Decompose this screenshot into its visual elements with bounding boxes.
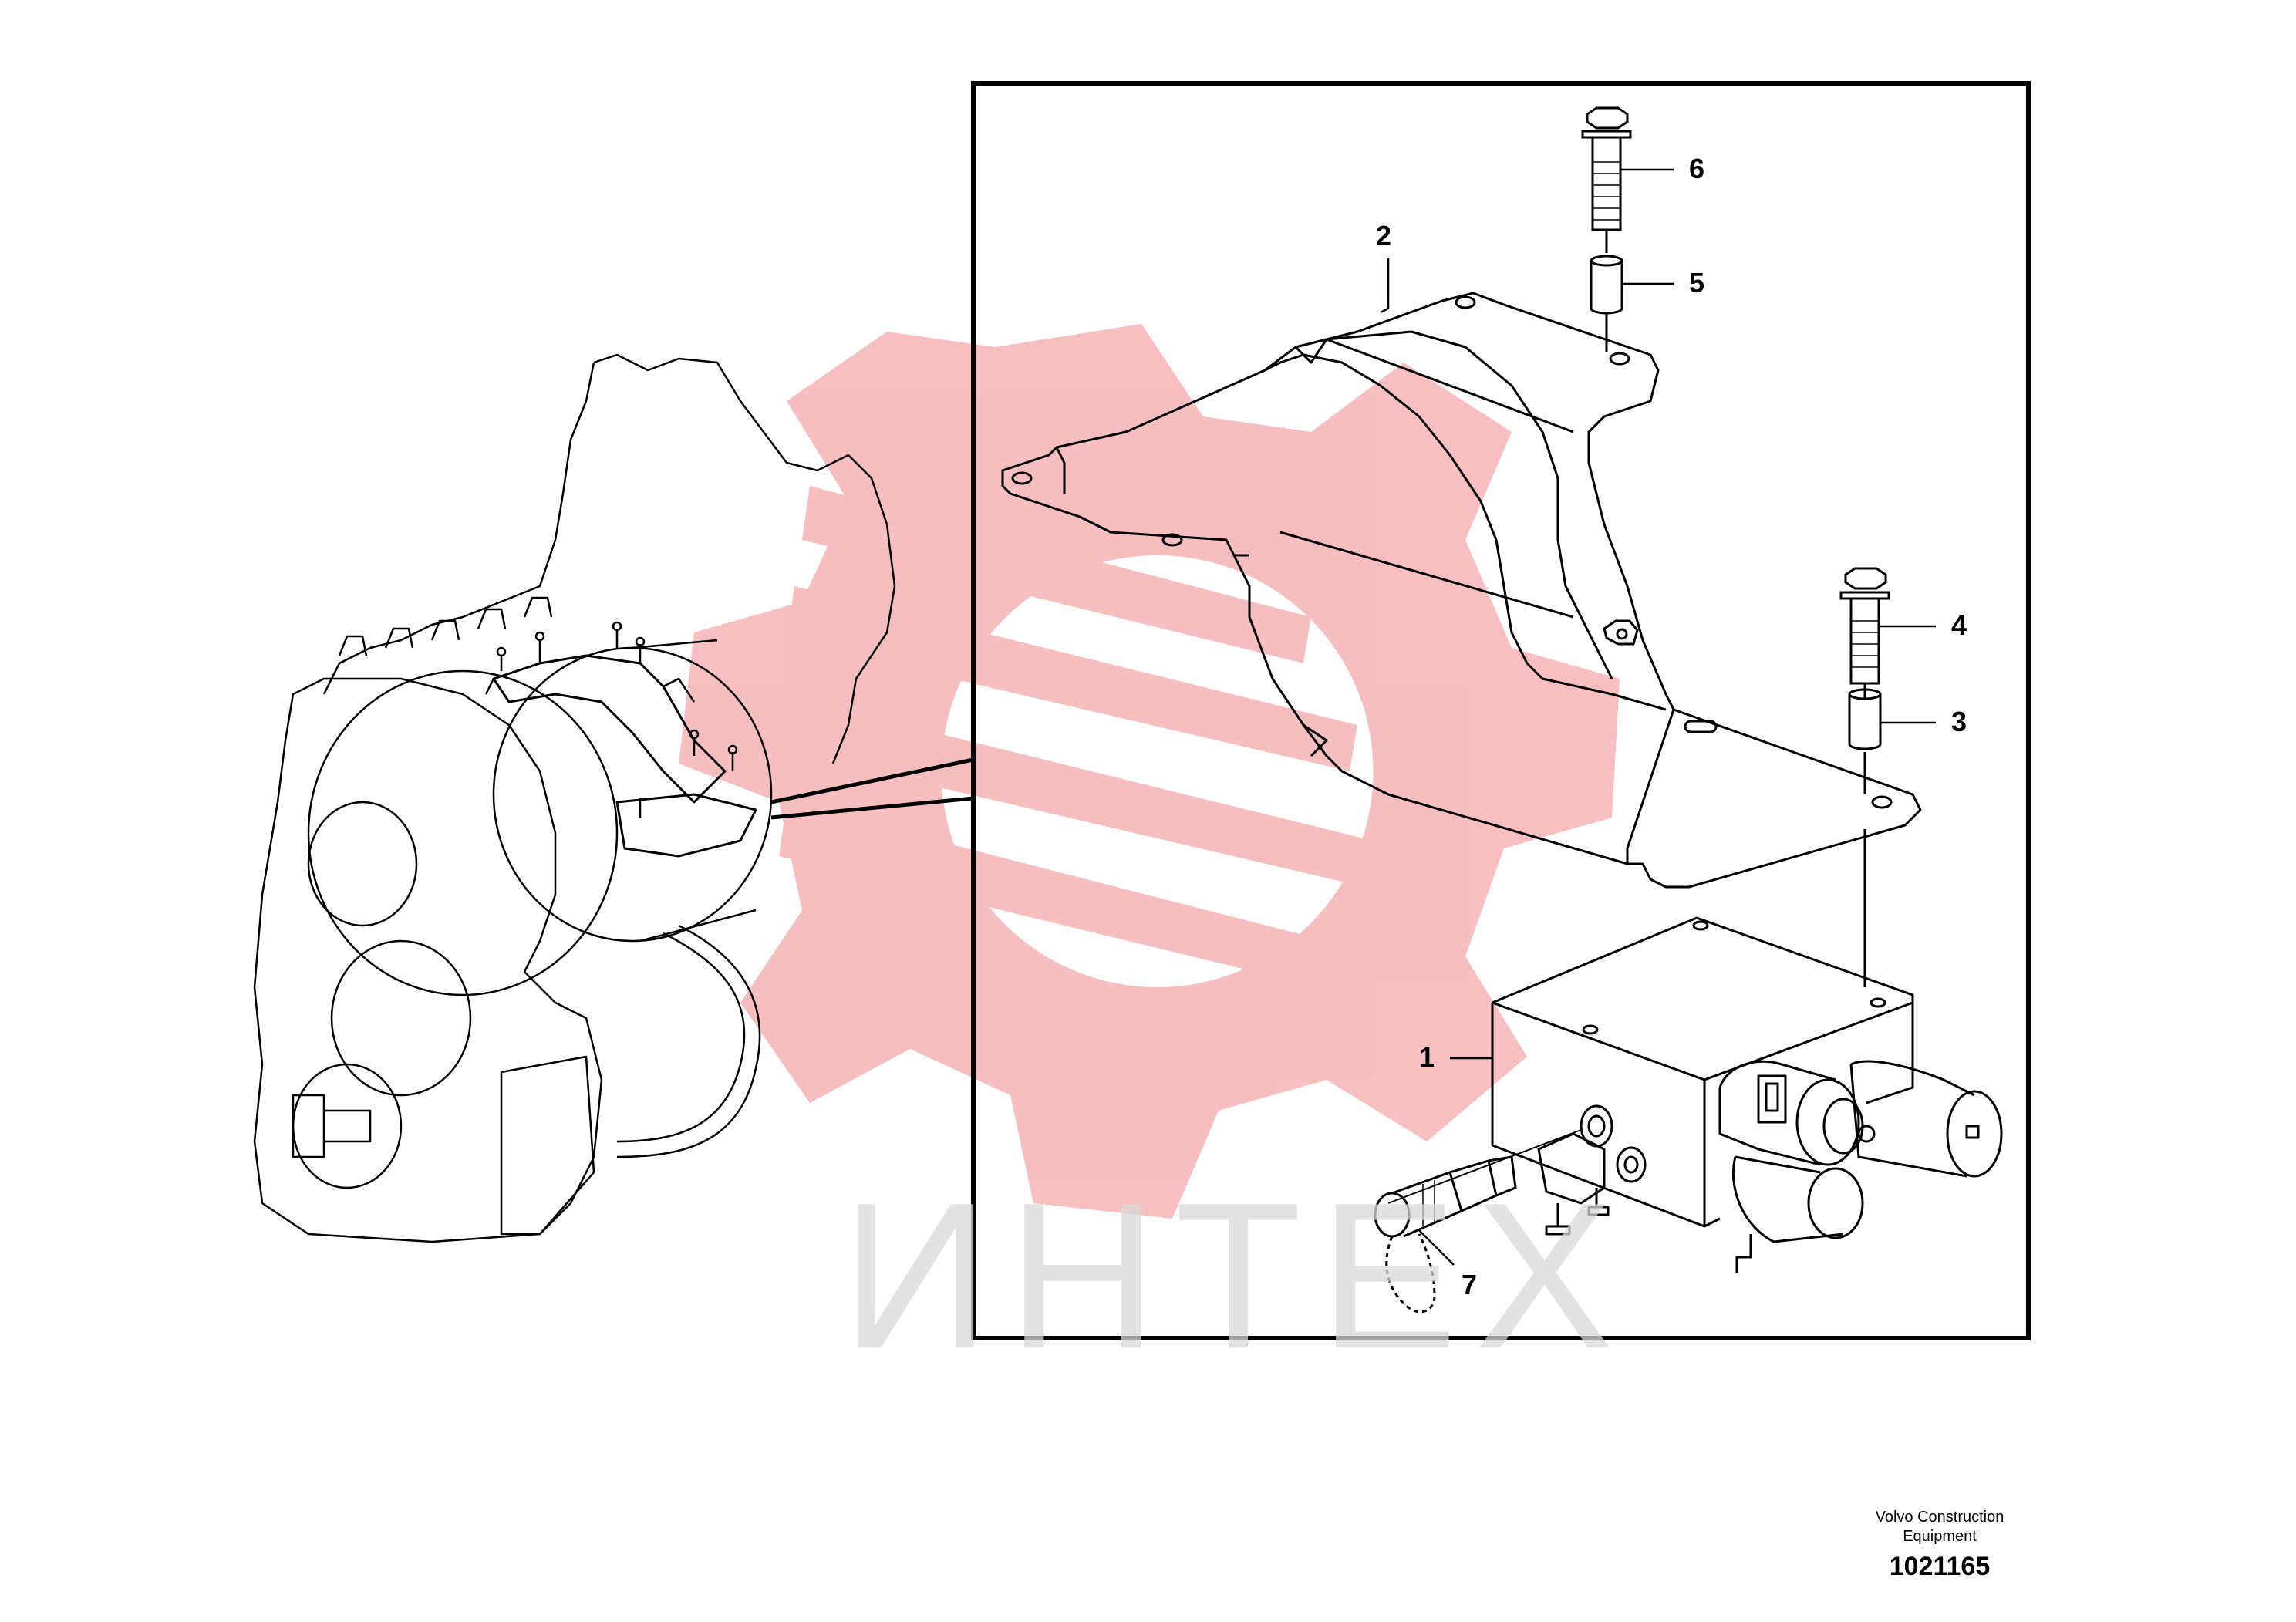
illustration-number: 1021165 <box>1889 1552 1991 1581</box>
test-coupling-drawing <box>1374 1129 1582 1313</box>
callout-6: 6 <box>1689 153 1705 184</box>
sleeve-3-drawing <box>1848 688 1882 987</box>
footer-company: Volvo Construction Equipment <box>1812 1508 2067 1546</box>
watermark-text: ИНТЕХ <box>841 1160 1631 1392</box>
callout-7: 7 <box>1462 1269 1478 1300</box>
valve-block-drawing <box>1491 916 2003 1273</box>
detail-frame <box>971 81 2031 1340</box>
callout-3: 3 <box>1951 706 1967 737</box>
footer-company-line1: Volvo Construction <box>1875 1509 2004 1526</box>
bolt-4-drawing <box>1839 567 1890 699</box>
callout-4: 4 <box>1951 609 1967 641</box>
footer-company-line2: Equipment <box>1903 1528 1977 1545</box>
callout-2: 2 <box>1376 220 1392 251</box>
bolt-6-drawing <box>1581 106 1632 253</box>
callout-1: 1 <box>1419 1041 1435 1073</box>
callout-5: 5 <box>1689 267 1705 298</box>
callout-leaders <box>1380 168 1936 1266</box>
watermark-logo <box>679 324 1620 1219</box>
mounting-bracket-drawing <box>1001 292 1922 889</box>
sleeve-5-drawing <box>1590 255 1623 352</box>
transmission-overview <box>253 353 896 1243</box>
